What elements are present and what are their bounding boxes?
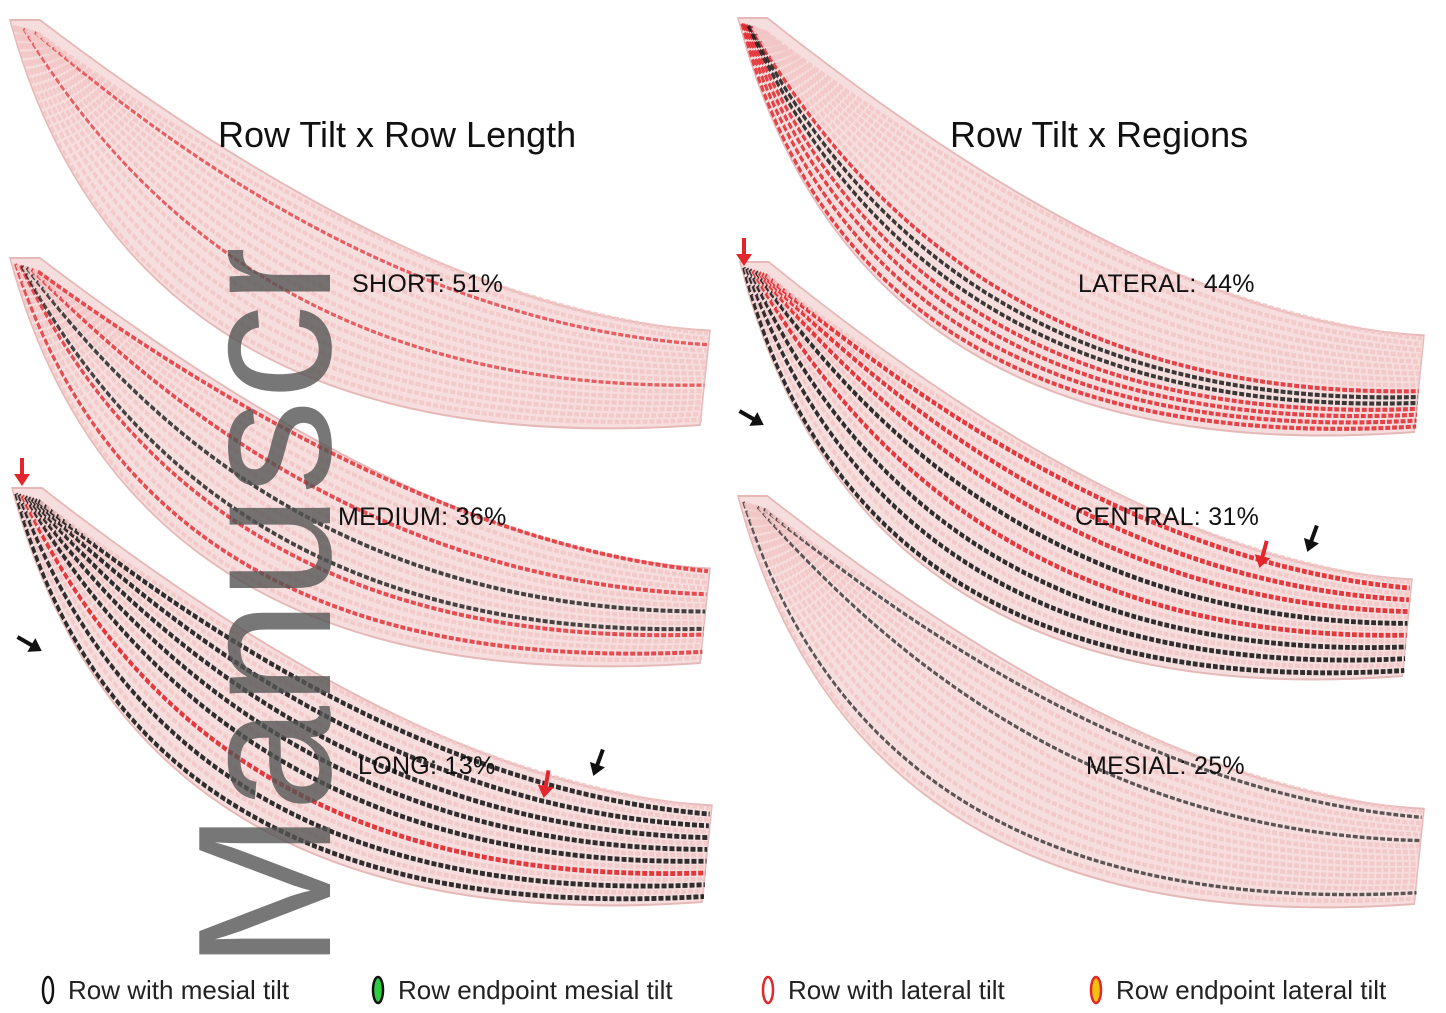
lateral-tilt-swatch-icon — [760, 974, 776, 1006]
legend-mesial-tilt: Row with mesial tilt — [40, 970, 289, 1010]
label-central: CENTRAL: 31% — [1075, 503, 1259, 532]
label-mesial: MESIAL: 25% — [1086, 752, 1245, 781]
legend-lateral-endpoint: Row endpoint lateral tilt — [1088, 970, 1386, 1010]
black-arrow-icon — [1300, 523, 1325, 555]
legend-lateral-tilt: Row with lateral tilt — [760, 970, 1005, 1010]
red-arrow-icon — [14, 458, 30, 486]
black-arrow-icon — [735, 404, 767, 432]
legend-label: Row with mesial tilt — [68, 975, 289, 1006]
label-medium: MEDIUM: 36% — [338, 503, 507, 532]
black-arrow-icon — [13, 630, 45, 658]
black-arrow-icon — [586, 747, 611, 779]
label-short: SHORT: 51% — [352, 270, 503, 299]
mesial-endpoint-swatch-icon — [370, 974, 386, 1006]
legend-label: Row endpoint mesial tilt — [398, 975, 673, 1006]
left-panel-title: Row Tilt x Row Length — [218, 114, 576, 156]
mesial-tilt-swatch-icon — [40, 974, 56, 1006]
lateral-endpoint-swatch-icon — [1088, 974, 1104, 1006]
legend-mesial-endpoint: Row endpoint mesial tilt — [370, 970, 673, 1010]
legend-label: Row endpoint lateral tilt — [1116, 975, 1386, 1006]
label-lateral: LATERAL: 44% — [1078, 270, 1255, 299]
legend-label: Row with lateral tilt — [788, 975, 1005, 1006]
label-long: LONG: 13% — [358, 752, 495, 781]
right-panel-title: Row Tilt x Regions — [950, 114, 1248, 156]
